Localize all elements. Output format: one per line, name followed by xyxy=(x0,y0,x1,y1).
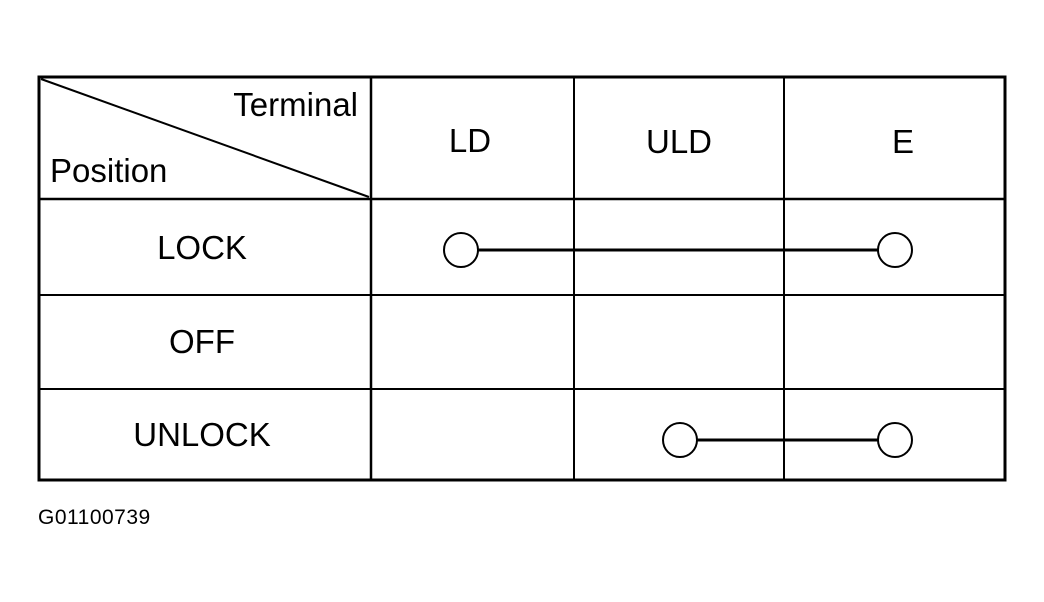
row-label-unlock: UNLOCK xyxy=(133,416,271,453)
corner-label-terminal: Terminal xyxy=(233,86,358,123)
continuity-circle-unlock-e xyxy=(877,422,913,458)
continuity-circle-lock-e xyxy=(877,232,913,268)
row-label-lock: LOCK xyxy=(157,229,247,266)
row-label-off: OFF xyxy=(169,323,235,360)
corner-label-position: Position xyxy=(50,152,167,189)
continuity-circle-lock-ld xyxy=(443,232,479,268)
table-border xyxy=(37,75,1007,482)
continuity-marks xyxy=(443,232,913,458)
terminal-header-e: E xyxy=(892,123,914,160)
figure-code: G01100739 xyxy=(38,506,151,529)
terminal-header-ld: LD xyxy=(449,122,491,159)
corner-diagonal xyxy=(40,78,370,198)
continuity-circle-unlock-uld xyxy=(662,422,698,458)
terminal-header-uld: ULD xyxy=(646,123,712,160)
